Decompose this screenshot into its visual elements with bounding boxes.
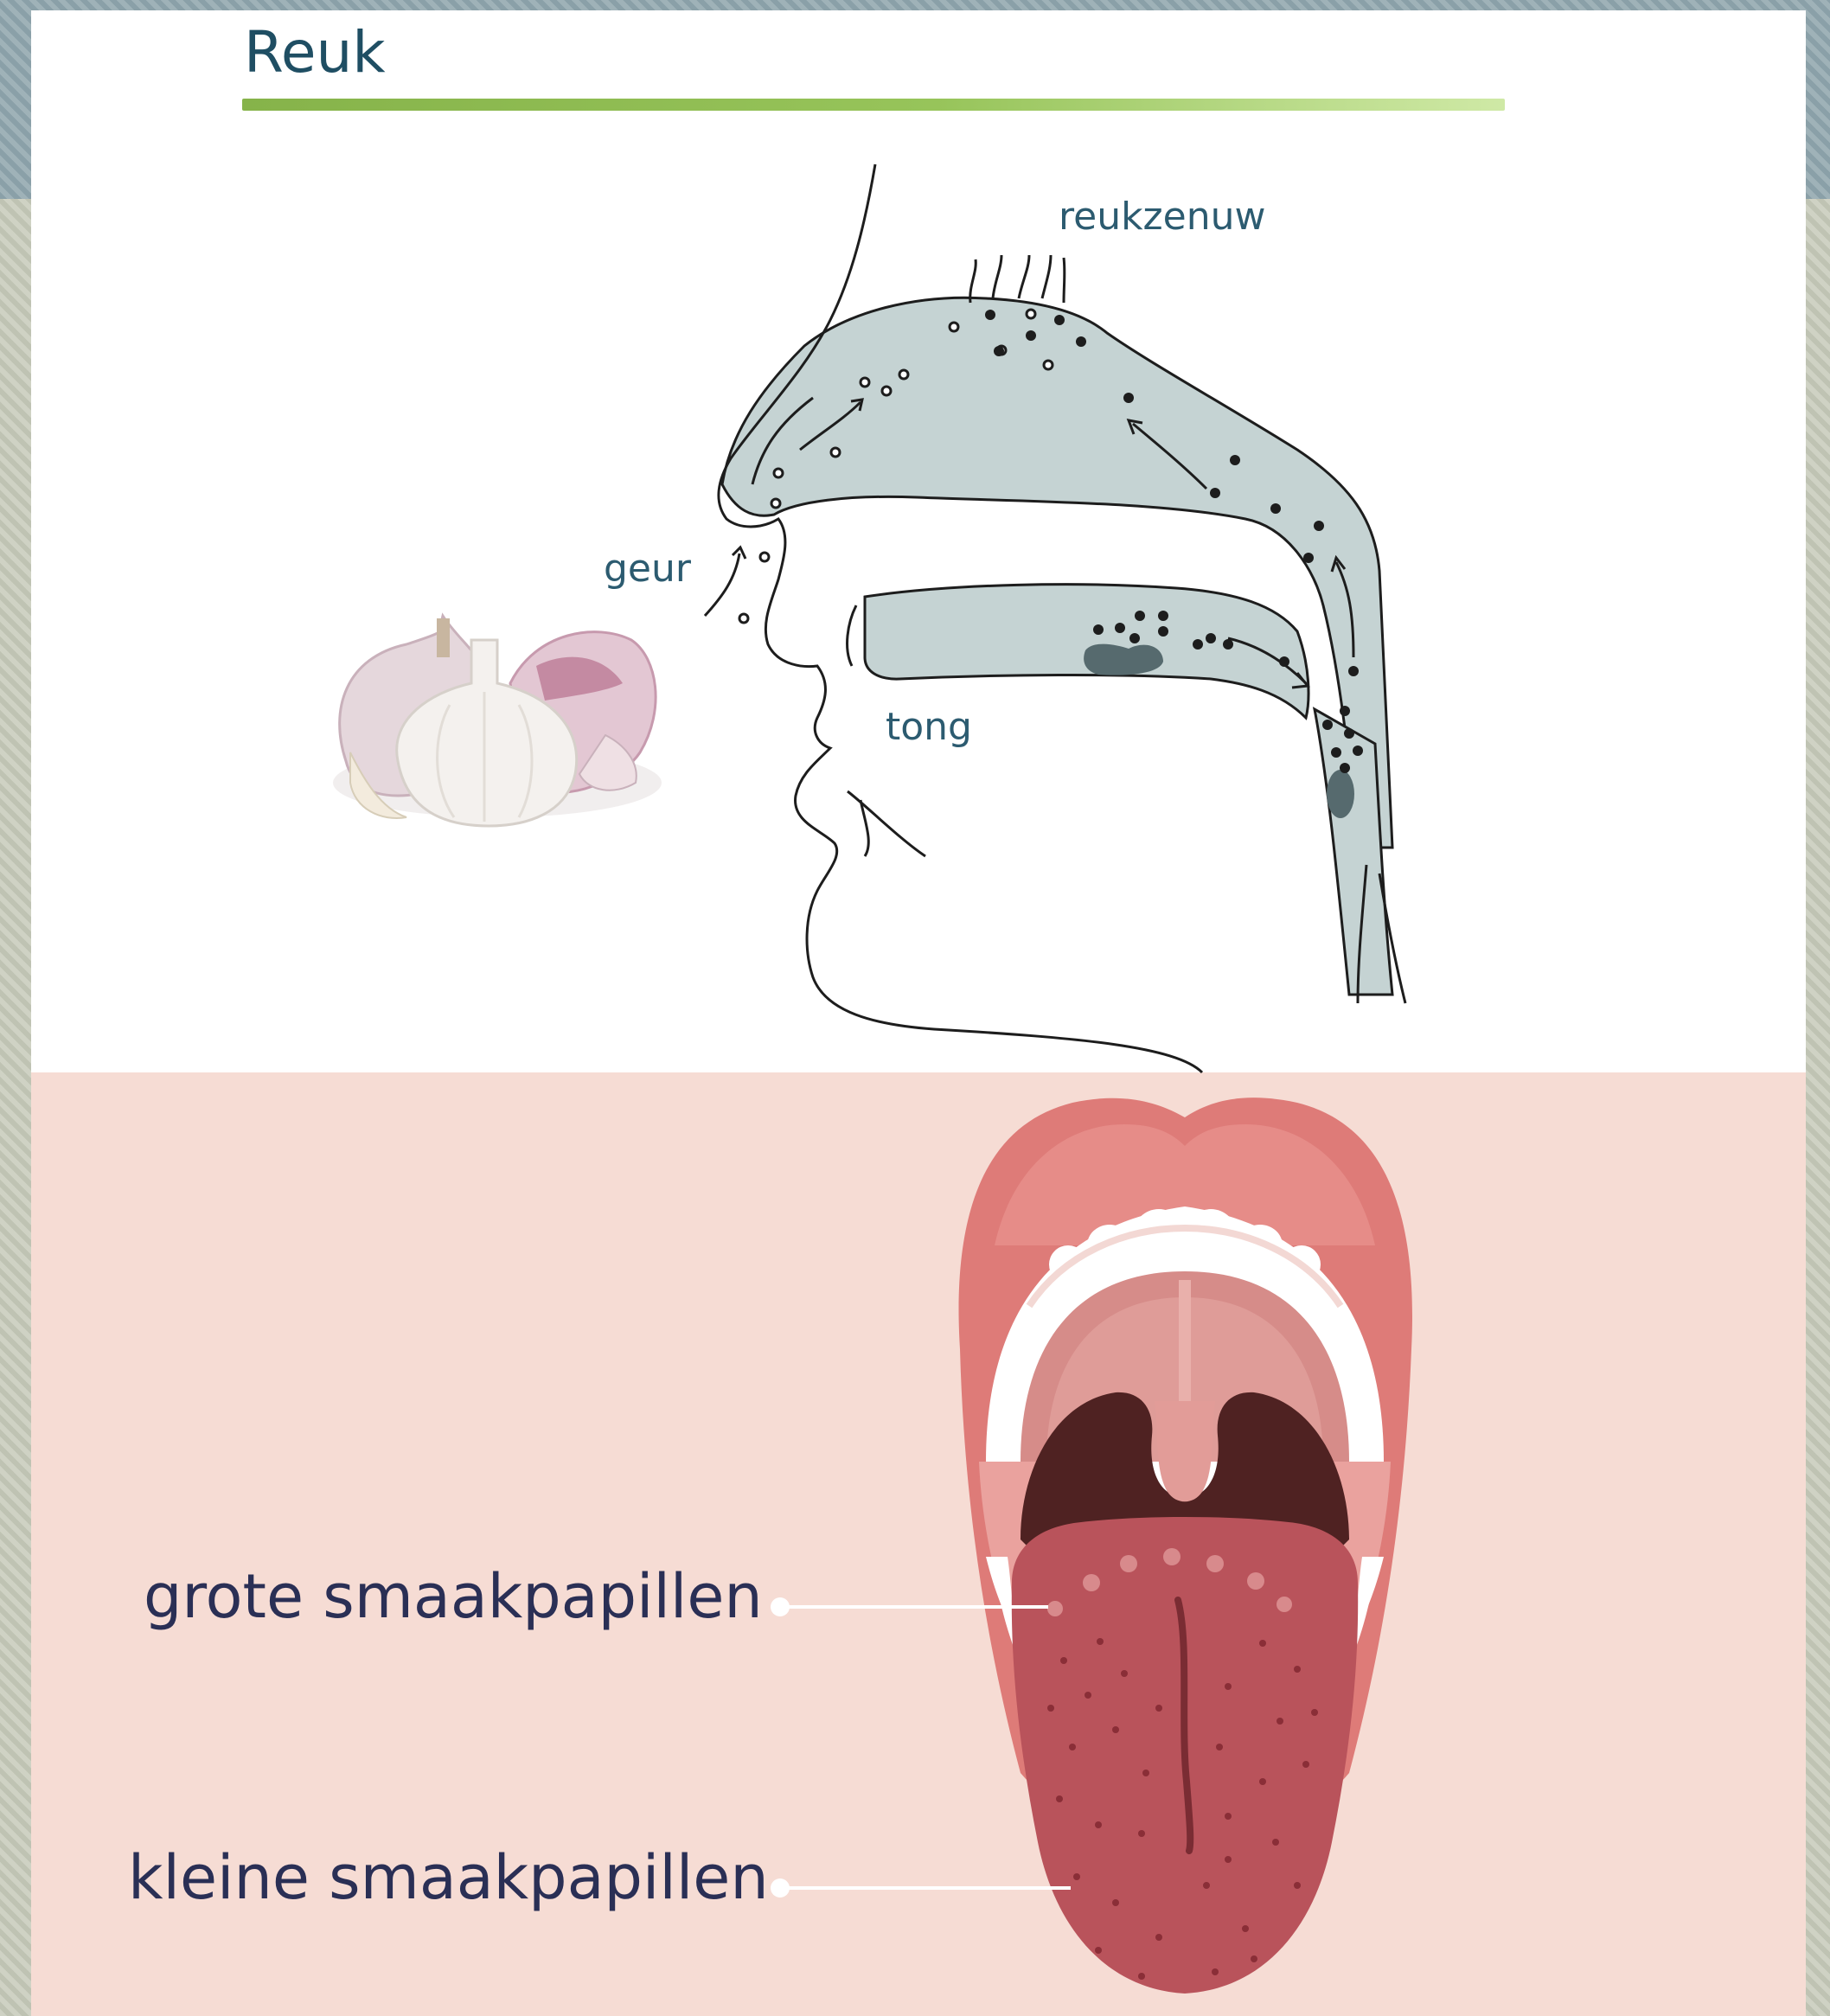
label-tongue: tong — [886, 705, 972, 749]
garlic-image — [333, 616, 662, 826]
label-large-papillae: grote smaakpapillen — [144, 1561, 763, 1632]
label-olfactory-nerve: reukzenuw — [1059, 195, 1266, 239]
head-cross-section — [719, 164, 1405, 1072]
label-odor: geur — [604, 547, 692, 591]
label-small-papillae: kleine smaakpapillen — [128, 1842, 769, 1913]
mouth-illustration — [959, 1098, 1412, 1994]
